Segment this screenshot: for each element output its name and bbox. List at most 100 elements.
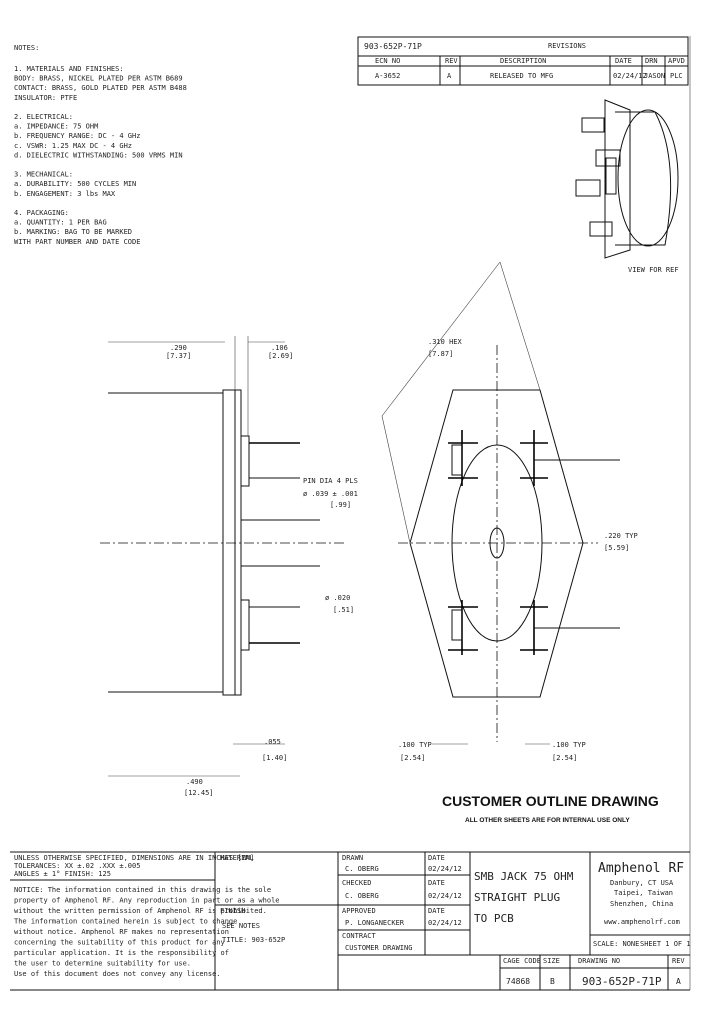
note-line: 4. PACKAGING: [14, 209, 69, 217]
cage-code: 74868 [506, 977, 530, 986]
approved-date-label: DATE [428, 907, 445, 915]
revision-row-date: 02/24/12 [613, 72, 647, 80]
checked-label: CHECKED [342, 879, 372, 887]
note-line: b. FREQUENCY RANGE: DC - 4 GHz [14, 132, 140, 140]
revision-col-apvd: APVD [668, 57, 685, 65]
banner-subtitle: ALL OTHER SHEETS ARE FOR INTERNAL USE ON… [465, 817, 630, 824]
address-line-2: Taipei, Taiwan [614, 889, 673, 897]
notes-block: NOTES: 1. MATERIALS AND FINISHES: BODY: … [14, 44, 187, 246]
dim-bottom-right-mm: [2.54] [552, 754, 577, 762]
dim-bottom-right: .100 TYP [552, 741, 586, 749]
customer-banner: CUSTOMER OUTLINE DRAWING ALL OTHER SHEET… [442, 793, 659, 824]
revision-part-number: 903-652P-71P [364, 42, 422, 51]
dim-bottom-left: .100 TYP [398, 741, 432, 749]
dim-overall-bottom-mm: [12.45] [184, 789, 214, 797]
revision-col-date: DATE [615, 57, 632, 65]
proprietary-line: concerning the suitability of this produ… [14, 939, 225, 947]
proprietary-line: The information contained herein is subj… [14, 918, 237, 926]
tolerance-line: TOLERANCES: XX ±.02 .XXX ±.005 [14, 862, 140, 870]
dim-center-pin-mm: [.51] [333, 606, 354, 614]
size-label: SIZE [543, 957, 560, 965]
company-website: www.amphenolrf.com [604, 918, 680, 926]
approved-date: 02/24/12 [428, 919, 462, 927]
note-line: a. DURABILITY: 500 CYCLES MIN [14, 180, 136, 188]
dim-overall-top-mm: [7.37] [166, 352, 191, 360]
revision-row-ecn: A-3652 [375, 72, 400, 80]
proprietary-line: NOTICE: The information contained in thi… [14, 886, 271, 894]
finish-line-1: SEE NOTES [222, 922, 260, 930]
revision-col-rev: REV [445, 57, 458, 65]
dim-hex-mm: [7.87] [428, 350, 453, 358]
dim-pin-dia-mm: [.99] [330, 501, 351, 509]
dim-bottom-left-mm: [2.54] [400, 754, 425, 762]
tolerance-notes: UNLESS OTHERWISE SPECIFIED, DIMENSIONS A… [14, 854, 254, 878]
note-line: 2. ELECTRICAL: [14, 113, 73, 121]
dim-pin-length: .106 [271, 344, 288, 352]
dim-hole-spacing-mm: [5.59] [604, 544, 629, 552]
proprietary-line: the user to determine suitability for us… [14, 960, 191, 968]
pin-bottom-left [448, 600, 478, 655]
note-line: c. VSWR: 1.25 MAX DC - 4 GHz [14, 142, 132, 150]
sheet-label: SHEET 1 OF 1 [640, 940, 691, 948]
rev-label: REV [672, 957, 685, 965]
company-logo: Amphenol RF [598, 861, 684, 876]
revision-header: REVISIONS [548, 42, 586, 50]
note-line: b. MARKING: BAG TO BE MARKED [14, 228, 132, 236]
note-line: CONTACT: BRASS, GOLD PLATED PER ASTM B48… [14, 84, 187, 92]
note-line: WITH PART NUMBER AND DATE CODE [14, 238, 140, 246]
note-line: INSULATOR: PTFE [14, 94, 77, 102]
checked-date: 02/24/12 [428, 892, 462, 900]
scale-label: SCALE: NONE [593, 940, 639, 948]
finish-label: FINISH [220, 907, 245, 915]
checked-by: C. OBERG [345, 892, 379, 900]
proprietary-line: particular application. It is the respon… [14, 949, 229, 957]
revision-row-rev: A [447, 72, 452, 80]
dim-hole-spacing: .220 TYP [604, 532, 638, 540]
dim-overall-bottom: .490 [186, 778, 203, 786]
address-line-1: Danbury, CT USA [610, 879, 674, 887]
revision-col-ecn: ECN NO [375, 57, 400, 65]
material-label: MATERIAL [220, 854, 254, 862]
notes-lines: 1. MATERIALS AND FINISHES: BODY: BRASS, … [14, 65, 187, 246]
title-line-3: TO PCB [474, 912, 514, 925]
notes-heading: NOTES: [14, 44, 39, 52]
finish-line-2: TITLE: 903-652P [222, 936, 285, 944]
checked-date-label: DATE [428, 879, 445, 887]
title-line-2: STRAIGHT PLUG [474, 891, 560, 904]
size-value: B [550, 977, 555, 986]
dim-pin-dia-label: PIN DIA 4 PLS [303, 477, 358, 485]
revision-col-desc: DESCRIPTION [500, 57, 546, 65]
drawn-date: 02/24/12 [428, 865, 462, 873]
dim-pin-length-mm: [2.69] [268, 352, 293, 360]
address-line-3: Shenzhen, China [610, 900, 673, 908]
pin-top-left [448, 430, 478, 486]
drawn-label: DRAWN [342, 854, 363, 862]
side-view: .290 [7.37] .106 [2.69] PIN DIA 4 PLS ø … [100, 336, 358, 797]
note-line: 3. MECHANICAL: [14, 171, 73, 179]
dim-center-pin: ø .020 [325, 594, 350, 602]
approved-label: APPROVED [342, 907, 376, 915]
tolerance-line: ANGLES ± 1° FINISH: 125 [14, 870, 111, 878]
proprietary-line: Use of this document does not convey any… [14, 970, 221, 978]
drawing-no-label: DRAWING NO [578, 957, 620, 965]
contract-label: CONTRACT [342, 932, 377, 940]
cage-label: CAGE CODE [503, 957, 541, 965]
pin-top-right [520, 430, 548, 486]
dim-flange: .055 [264, 738, 281, 746]
revision-col-drn: DRN [645, 57, 658, 65]
revision-row-drn: JASON [644, 72, 665, 80]
isometric-view: VIEW FOR REF [575, 99, 679, 274]
revision-row-apvd: PLC [670, 72, 683, 80]
contract-value: CUSTOMER DRAWING [345, 944, 412, 952]
drawn-by: C. OBERG [345, 865, 379, 873]
banner-title: CUSTOMER OUTLINE DRAWING [442, 793, 659, 809]
dim-pin-dia-value: ø .039 ± .001 [303, 490, 358, 498]
note-line: BODY: BRASS, NICKEL PLATED PER ASTM B689 [14, 75, 183, 83]
revision-row-desc: RELEASED TO MFG [490, 72, 553, 80]
proprietary-line: property of Amphenol RF. Any reproductio… [14, 897, 280, 905]
drawn-date-label: DATE [428, 854, 445, 862]
note-line: a. IMPEDANCE: 75 OHM [14, 123, 98, 131]
title-block: UNLESS OTHERWISE SPECIFIED, DIMENSIONS A… [10, 851, 691, 991]
rev-value: A [676, 977, 681, 986]
